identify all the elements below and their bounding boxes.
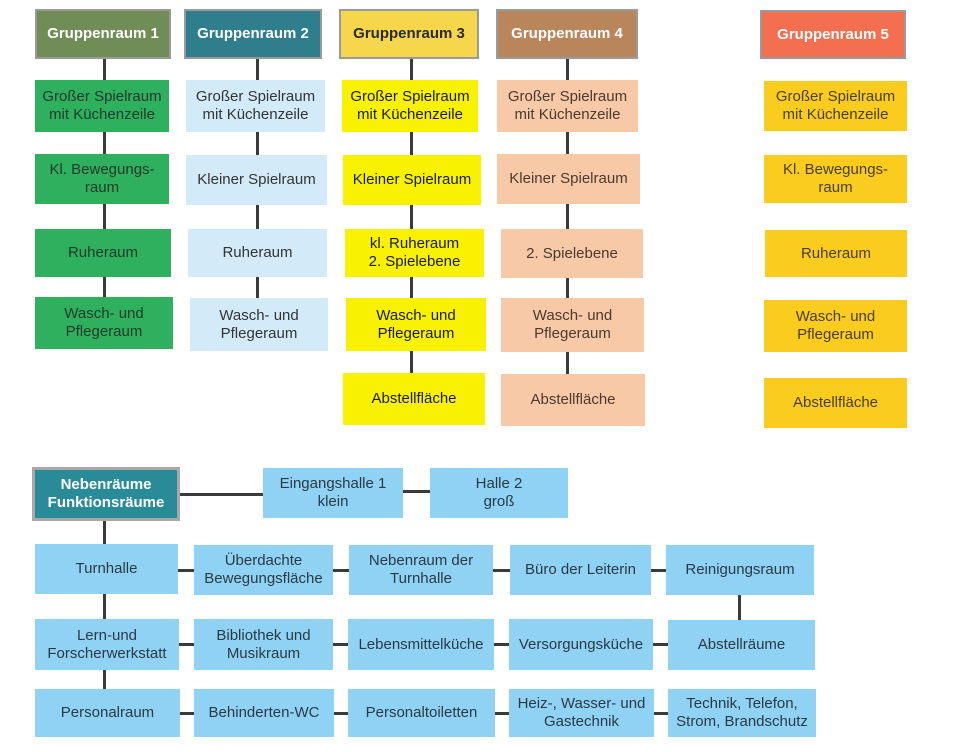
function-room-box: Bibliothek und Musikraum	[194, 619, 333, 670]
function-room-box: Heiz-, Wasser- und Gastechnik	[509, 689, 654, 737]
room-box: Wasch- und Pflegeraum	[501, 298, 644, 352]
room-box: Großer Spielraum mit Küchenzeile	[186, 80, 325, 132]
function-room-box: Abstellräume	[668, 620, 815, 670]
connector-line	[738, 594, 741, 620]
group-header-4: Gruppenraum 4	[496, 9, 638, 59]
connector-line	[333, 643, 348, 646]
room-box: 2. Spielebene	[501, 229, 643, 278]
room-box: Großer Spielraum mit Küchenzeile	[342, 80, 478, 132]
function-room-box: Lebensmittelküche	[348, 619, 494, 670]
connector-line	[334, 712, 348, 715]
connector-line	[654, 712, 668, 715]
group-header-3: Gruppenraum 3	[339, 9, 479, 59]
connector-line	[333, 569, 349, 572]
group-header-1: Gruppenraum 1	[35, 9, 171, 59]
room-box: Großer Spielraum mit Küchenzeile	[35, 80, 169, 132]
function-room-box: Behinderten-WC	[194, 689, 334, 737]
function-room-box: Technik, Telefon, Strom, Brandschutz	[668, 689, 816, 737]
connector-line	[179, 643, 194, 646]
room-box: Ruheraum	[35, 229, 171, 277]
room-box: kl. Ruheraum 2. Spielebene	[345, 229, 484, 277]
connector-line	[651, 569, 666, 572]
room-box: Kl. Bewegungs- raum	[764, 155, 907, 203]
room-box: Wasch- und Pflegeraum	[764, 300, 907, 352]
room-box: Großer Spielraum mit Küchenzeile	[497, 80, 638, 132]
connector-line	[180, 493, 264, 496]
function-room-box: Versorgungsküche	[509, 619, 653, 670]
function-room-box: Nebenraum der Turnhalle	[349, 545, 493, 595]
room-box: Kleiner Spielraum	[343, 155, 481, 205]
function-room-box: Personaltoiletten	[348, 689, 495, 737]
hall-box-2: Halle 2 groß	[430, 468, 568, 518]
connector-line	[653, 643, 668, 646]
room-box: Ruheraum	[765, 230, 907, 277]
function-room-box: Turnhalle	[35, 544, 178, 594]
connector-line	[180, 712, 194, 715]
room-box: Wasch- und Pflegeraum	[190, 298, 328, 351]
connector-line	[493, 569, 510, 572]
function-room-box: Überdachte Bewegungsfläche	[194, 545, 333, 595]
function-rooms-header: Nebenräume Funktionsräume	[32, 467, 180, 521]
room-box: Kl. Bewegungs- raum	[35, 154, 169, 204]
room-box: Wasch- und Pflegeraum	[35, 297, 173, 349]
connector-line	[495, 712, 509, 715]
function-room-box: Lern-und Forscherwerkstatt	[35, 619, 179, 670]
room-box: Wasch- und Pflegeraum	[346, 298, 486, 351]
room-box: Ruheraum	[188, 229, 327, 277]
connector-line	[402, 490, 430, 493]
room-box: Abstellfläche	[764, 378, 907, 428]
function-room-box: Reinigungsraum	[666, 545, 814, 595]
connector-line	[566, 58, 569, 378]
room-box: Kleiner Spielraum	[497, 154, 640, 204]
group-header-5: Gruppenraum 5	[760, 10, 906, 59]
group-header-2: Gruppenraum 2	[184, 9, 322, 59]
hall-box-1: Eingangshalle 1 klein	[263, 468, 403, 518]
function-room-box: Personalraum	[35, 689, 180, 737]
connector-line	[103, 519, 106, 691]
room-box: Großer Spielraum mit Küchenzeile	[764, 81, 907, 131]
room-box: Abstellfläche	[501, 374, 645, 426]
connector-line	[410, 58, 413, 378]
connector-line	[494, 643, 509, 646]
connector-line	[178, 569, 194, 572]
room-box: Abstellfläche	[343, 373, 485, 425]
room-box: Kleiner Spielraum	[186, 155, 327, 205]
function-room-box: Büro der Leiterin	[510, 545, 651, 595]
